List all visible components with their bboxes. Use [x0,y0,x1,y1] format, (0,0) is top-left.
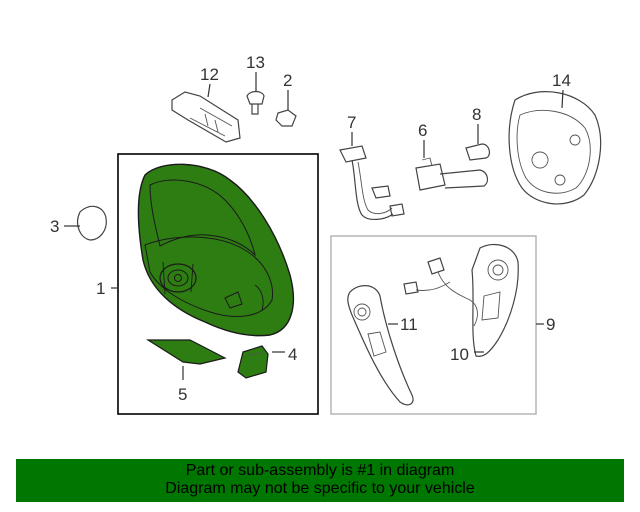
assembly-1-box [117,153,319,415]
callout-9: 9 [546,315,555,334]
part-13 [246,90,265,115]
callout-2: 2 [283,71,292,90]
part-7 [339,145,405,220]
callout-5: 5 [178,385,187,404]
callout-12: 12 [200,65,219,84]
callout-7: 7 [347,113,356,132]
callout-3: 3 [50,217,59,236]
callout-4: 4 [288,345,297,364]
part-6 [415,157,489,191]
switch-part-10 [471,243,519,357]
assembly-9-box [330,235,537,415]
callout-1: 1 [96,279,105,298]
disclaimer-line-1: Part or sub-assembly is #1 in diagram [185,462,455,479]
callout-13: 13 [246,53,265,72]
leader-lines [64,72,564,380]
part-8 [465,143,491,161]
disclaimer-banner: Part or sub-assembly is #1 in diagram Di… [16,459,624,502]
callout-14: 14 [552,71,571,90]
part-2 [275,109,297,127]
trim-cover-part-5[interactable] [145,339,227,365]
airbag-part-14 [508,91,602,205]
switch-part-11 [347,285,414,406]
callout-8: 8 [472,105,481,124]
steering-wheel-part-1[interactable] [137,163,294,337]
callout-6: 6 [418,121,427,140]
cover-part-4[interactable] [237,345,269,379]
disclaimer-line-2: Diagram may not be specific to your vehi… [165,480,475,497]
part-12 [171,91,241,143]
part-3 [77,205,107,241]
callout-11: 11 [400,315,418,334]
callout-10: 10 [450,345,469,364]
harness-part-9 [403,257,478,327]
